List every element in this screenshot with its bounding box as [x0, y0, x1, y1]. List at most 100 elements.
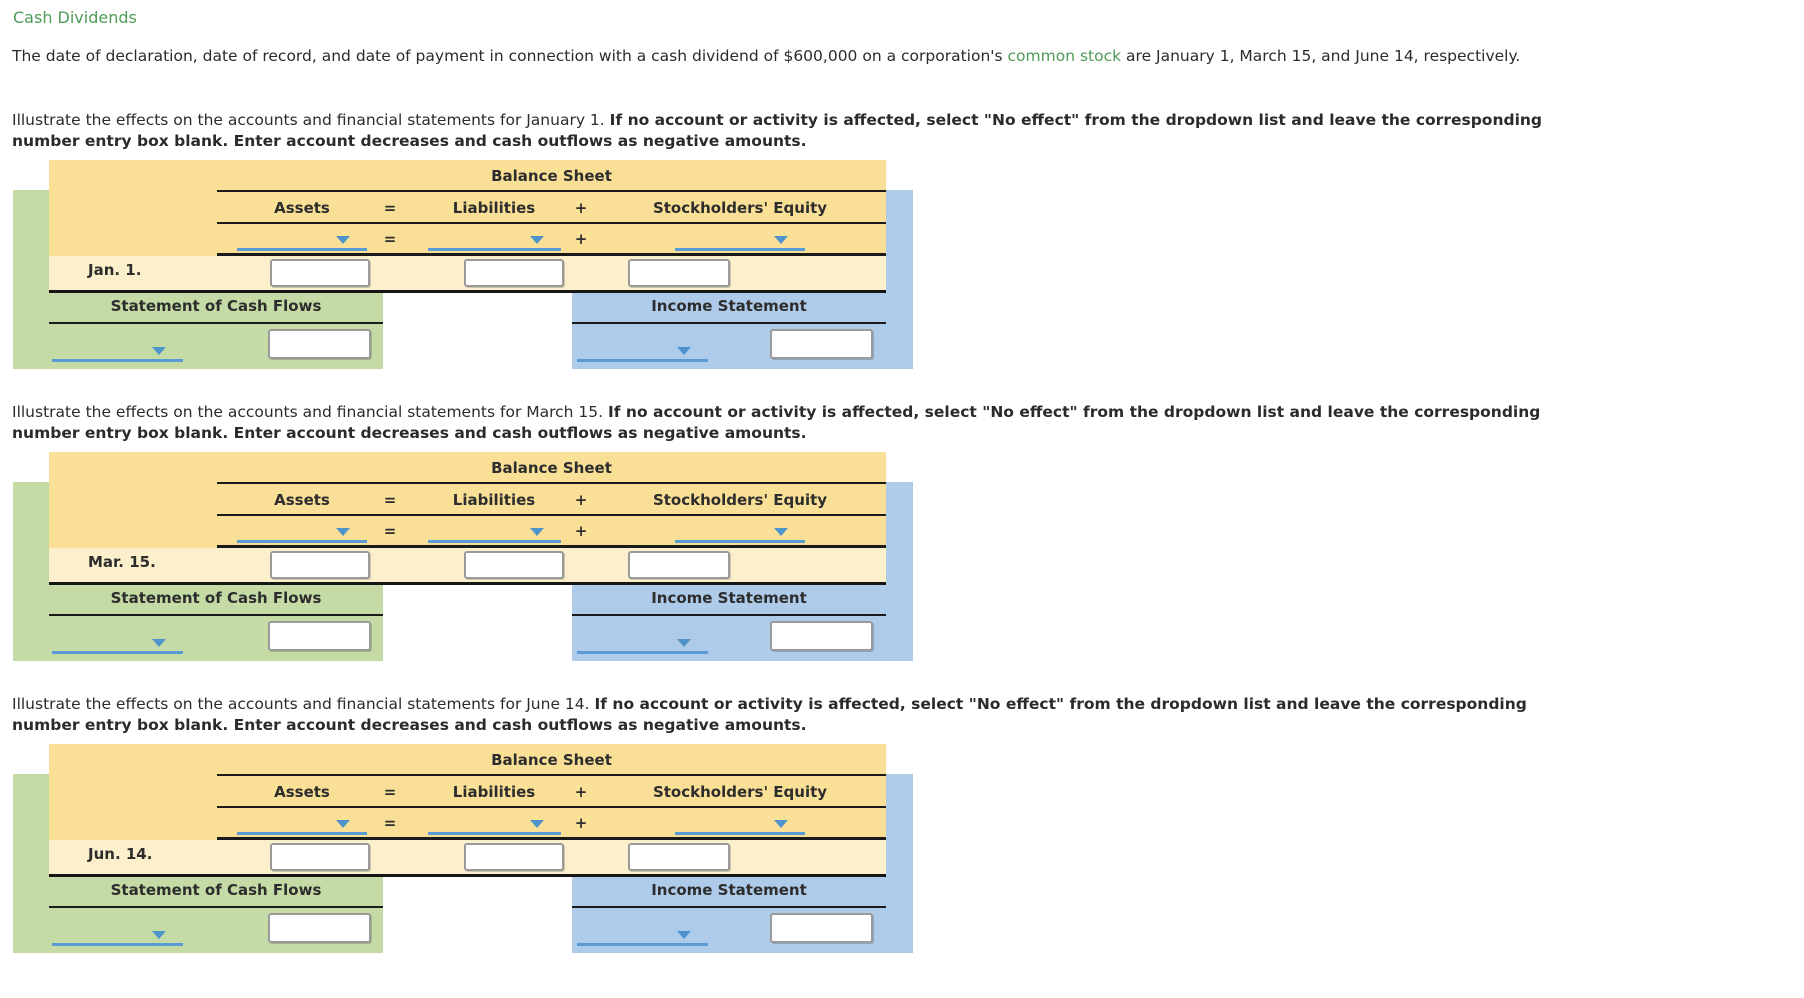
- income-statement-amount-input[interactable]: [770, 329, 873, 359]
- chevron-down-icon: [677, 347, 691, 355]
- plus-sign: +: [574, 230, 588, 248]
- liabilities-amount-input[interactable]: [464, 551, 564, 579]
- divider-line: [217, 482, 886, 484]
- divider-line: [217, 253, 886, 256]
- balance-sheet-header: Balance Sheet: [491, 459, 612, 477]
- assets-account-dropdown[interactable]: [237, 231, 367, 251]
- chevron-down-icon: [774, 820, 788, 828]
- stockholders-equity-column-header: Stockholders' Equity: [652, 491, 828, 509]
- plus-sign: +: [574, 199, 588, 217]
- divider-line: [217, 806, 886, 808]
- income-statement-item-dropdown[interactable]: [577, 926, 708, 946]
- assets-amount-input[interactable]: [270, 551, 370, 579]
- chevron-down-icon: [774, 528, 788, 536]
- income-statement-amount-input[interactable]: [770, 621, 873, 651]
- equity-amount-input[interactable]: [628, 843, 730, 871]
- instruction-bold-line2: number entry box blank. Enter account de…: [12, 132, 807, 150]
- liabilities-column-header: Liabilities: [452, 199, 536, 217]
- instruction-bold-line2: number entry box blank. Enter account de…: [12, 716, 807, 734]
- equity-account-dropdown[interactable]: [675, 523, 805, 543]
- date-row-label: Jan. 1.: [88, 261, 142, 279]
- plus-sign: +: [574, 522, 588, 540]
- instruction-bold-line2: number entry box blank. Enter account de…: [12, 424, 807, 442]
- income-statement-amount-input[interactable]: [770, 913, 873, 943]
- financial-effects-table: Balance Sheet Assets = Liabilities + Sto…: [0, 744, 920, 953]
- liabilities-account-dropdown[interactable]: [428, 231, 561, 251]
- page-title: Cash Dividends: [13, 8, 137, 27]
- balance-sheet-header: Balance Sheet: [491, 167, 612, 185]
- balance-sheet-panel: [49, 744, 886, 840]
- date-row-label: Jun. 14.: [88, 845, 153, 863]
- instruction-paragraph: Illustrate the effects on the accounts a…: [12, 661, 1804, 736]
- cash-flows-amount-input[interactable]: [268, 329, 371, 359]
- equity-amount-input[interactable]: [628, 259, 730, 287]
- divider-line: [572, 614, 886, 616]
- plus-sign: +: [574, 814, 588, 832]
- divider-line: [49, 614, 383, 616]
- assets-account-dropdown[interactable]: [237, 523, 367, 543]
- instruction-normal: Illustrate the effects on the accounts a…: [12, 403, 608, 421]
- divider-line: [217, 190, 886, 192]
- equals-sign: =: [383, 230, 397, 248]
- stockholders-equity-column-header: Stockholders' Equity: [652, 783, 828, 801]
- chevron-down-icon: [336, 528, 350, 536]
- balance-sheet-header: Balance Sheet: [491, 751, 612, 769]
- instruction-bold: If no account or activity is affected, s…: [609, 111, 1543, 129]
- statement-of-cash-flows-header: Statement of Cash Flows: [110, 589, 322, 607]
- cash-flows-activity-dropdown[interactable]: [52, 926, 183, 946]
- equity-account-dropdown[interactable]: [675, 231, 805, 251]
- financial-effects-table: Balance Sheet Assets = Liabilities + Sto…: [0, 452, 920, 661]
- assets-amount-input[interactable]: [270, 259, 370, 287]
- chevron-down-icon: [677, 931, 691, 939]
- liabilities-column-header: Liabilities: [452, 783, 536, 801]
- problem-statement: The date of declaration, date of record,…: [0, 27, 1804, 83]
- stockholders-equity-column-header: Stockholders' Equity: [652, 199, 828, 217]
- equals-sign: =: [383, 522, 397, 540]
- cash-flows-activity-dropdown[interactable]: [52, 342, 183, 362]
- divider-line: [217, 514, 886, 516]
- plus-sign: +: [574, 783, 588, 801]
- income-statement-item-dropdown[interactable]: [577, 634, 708, 654]
- cash-flows-amount-input[interactable]: [268, 621, 371, 651]
- divider-line: [217, 774, 886, 776]
- divider-line: [572, 322, 886, 324]
- income-statement-header: Income Statement: [651, 881, 807, 899]
- chevron-down-icon: [530, 820, 544, 828]
- chevron-down-icon: [336, 820, 350, 828]
- chevron-down-icon: [336, 236, 350, 244]
- assets-amount-input[interactable]: [270, 843, 370, 871]
- plus-sign: +: [574, 491, 588, 509]
- date-row-label: Mar. 15.: [88, 553, 156, 571]
- equals-sign: =: [383, 814, 397, 832]
- equity-amount-input[interactable]: [628, 551, 730, 579]
- liabilities-account-dropdown[interactable]: [428, 523, 561, 543]
- chevron-down-icon: [677, 639, 691, 647]
- income-statement-header: Income Statement: [651, 297, 807, 315]
- instruction-normal: Illustrate the effects on the accounts a…: [12, 111, 610, 129]
- divider-line: [217, 837, 886, 840]
- instruction-normal: Illustrate the effects on the accounts a…: [12, 695, 595, 713]
- liabilities-account-dropdown[interactable]: [428, 815, 561, 835]
- liabilities-amount-input[interactable]: [464, 843, 564, 871]
- divider-line: [217, 222, 886, 224]
- liabilities-column-header: Liabilities: [452, 491, 536, 509]
- assets-column-header: Assets: [274, 491, 330, 509]
- assets-column-header: Assets: [274, 783, 330, 801]
- chevron-down-icon: [774, 236, 788, 244]
- income-statement-item-dropdown[interactable]: [577, 342, 708, 362]
- balance-sheet-panel: [49, 452, 886, 548]
- equity-account-dropdown[interactable]: [675, 815, 805, 835]
- chevron-down-icon: [152, 347, 166, 355]
- assets-column-header: Assets: [274, 199, 330, 217]
- intro-text-before: The date of declaration, date of record,…: [12, 47, 1008, 65]
- assets-account-dropdown[interactable]: [237, 815, 367, 835]
- section-march-15: Illustrate the effects on the accounts a…: [0, 369, 1804, 661]
- common-stock-link[interactable]: common stock: [1007, 47, 1122, 65]
- equals-sign: =: [383, 783, 397, 801]
- cash-flows-activity-dropdown[interactable]: [52, 634, 183, 654]
- instruction-bold: If no account or activity is affected, s…: [608, 403, 1541, 421]
- cash-flows-amount-input[interactable]: [268, 913, 371, 943]
- intro-text-after: are January 1, March 15, and June 14, re…: [1121, 47, 1521, 65]
- liabilities-amount-input[interactable]: [464, 259, 564, 287]
- statement-of-cash-flows-header: Statement of Cash Flows: [110, 881, 322, 899]
